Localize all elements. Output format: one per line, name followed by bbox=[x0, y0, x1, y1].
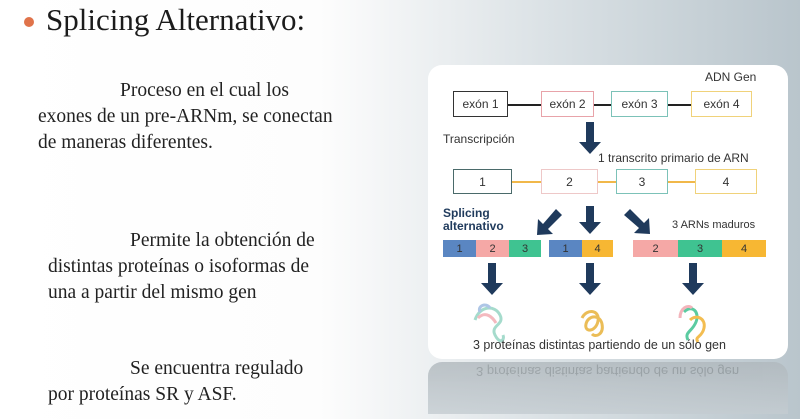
mrna-segment: 3 bbox=[678, 240, 722, 257]
paragraph-line: una a partir del mismo gen bbox=[48, 282, 257, 303]
transcript-box: 2 bbox=[541, 169, 598, 194]
exon-box: exón 3 bbox=[611, 91, 668, 117]
mrna-segment: 1 bbox=[549, 240, 582, 257]
transcription-label: Transcripción bbox=[443, 132, 515, 146]
arrow-down-left-icon bbox=[537, 209, 562, 235]
paragraph-line: por proteínas SR y ASF. bbox=[48, 384, 237, 405]
slide-title: Splicing Alternativo: bbox=[46, 2, 306, 37]
protein-icon bbox=[580, 310, 604, 338]
transcript-box: 4 bbox=[695, 169, 757, 194]
transcript-box: 1 bbox=[453, 169, 512, 194]
bullet-icon bbox=[24, 17, 34, 27]
mature-rna-label: 3 ARNs maduros bbox=[672, 219, 756, 231]
paragraph-line: Se encuentra regulado bbox=[130, 358, 304, 379]
mrna-segment: 2 bbox=[476, 240, 509, 257]
paragraph-line: Proceso en el cual los bbox=[120, 80, 289, 101]
paragraph-line: Permite la obtención de bbox=[130, 230, 315, 251]
mrna-segment: 1 bbox=[443, 240, 476, 257]
arrow-down-icon bbox=[579, 263, 601, 295]
arrow-down-icon bbox=[682, 263, 704, 295]
mrna-segment: 2 bbox=[633, 240, 678, 257]
arrow-down-icon bbox=[481, 263, 503, 295]
diagram-caption: 3 proteínas distintas partiendo de un só… bbox=[473, 338, 726, 352]
arrow-down-icon bbox=[579, 206, 601, 234]
transcript-box: 3 bbox=[616, 169, 668, 194]
diagram-reflection: 3 proteínas distintas partiendo de un só… bbox=[428, 362, 788, 414]
arrow-down-icon bbox=[579, 122, 601, 154]
protein-icon bbox=[678, 304, 706, 343]
paragraph-line: distintas proteínas o isoformas de bbox=[48, 256, 310, 277]
paragraph-line: de maneras diferentes. bbox=[38, 132, 213, 153]
exon-box: exón 1 bbox=[453, 91, 508, 117]
exon-box: exón 4 bbox=[691, 91, 752, 117]
mrna-segment: 4 bbox=[582, 240, 613, 257]
exon-box: exón 2 bbox=[541, 91, 594, 117]
protein-icon bbox=[473, 303, 505, 343]
mrna-segment: 4 bbox=[722, 240, 766, 257]
mrna-segment: 3 bbox=[509, 240, 541, 257]
primary-transcript-label: 1 transcrito primario de ARN bbox=[598, 151, 749, 165]
arrow-down-right-icon bbox=[624, 209, 650, 234]
gene-label: ADN Gen bbox=[705, 70, 757, 84]
paragraph-line: exones de un pre-ARNm, se conectan bbox=[38, 106, 333, 127]
